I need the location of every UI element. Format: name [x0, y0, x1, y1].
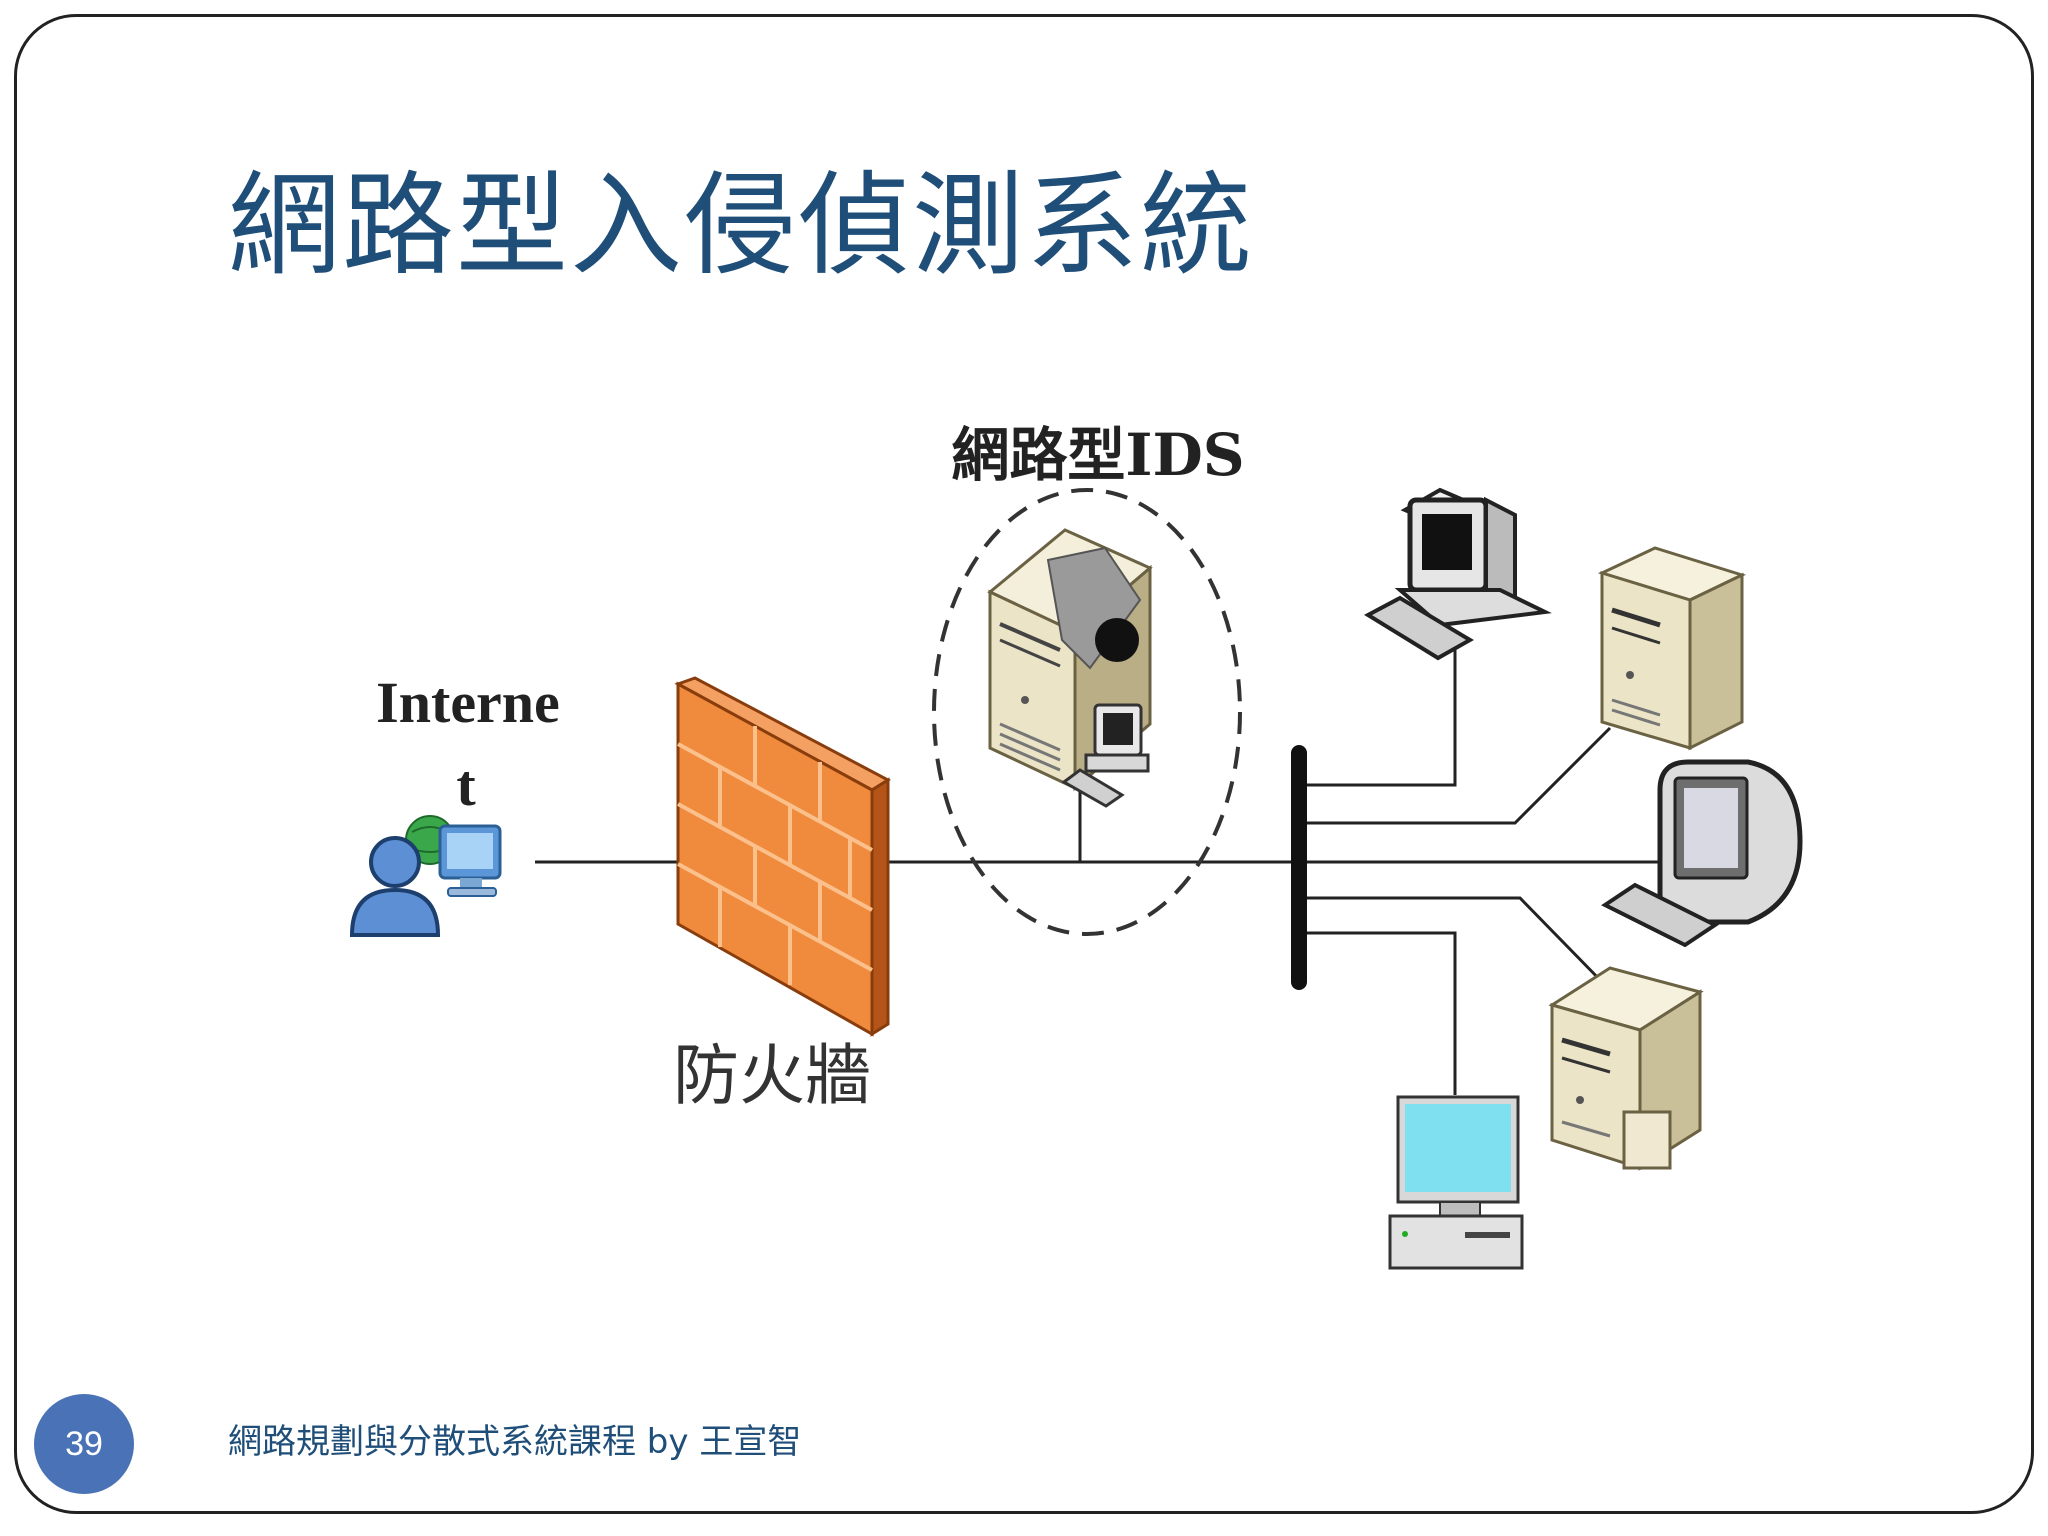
firewall-icon [674, 676, 892, 1037]
internet-label: Interne [376, 670, 560, 735]
network-links [535, 650, 1660, 1095]
slide-frame [14, 14, 2034, 1514]
ids-console-icon [1061, 703, 1150, 808]
internet-label-continued: t [456, 753, 476, 818]
server-icon [1597, 546, 1747, 751]
page-number-badge: 39 [34, 1394, 134, 1494]
footer-course-credit: 網路規劃與分散式系統課程 by 王宣智 [228, 1422, 802, 1462]
page-number: 39 [65, 1424, 103, 1463]
user-body-icon [349, 887, 441, 937]
desktop-computer-icon [1363, 487, 1552, 661]
ids-sensor-icon [1095, 618, 1139, 662]
server-icon [1548, 966, 1704, 1171]
link-server-2 [1300, 896, 1607, 987]
link-desktop-3 [1300, 931, 1457, 1095]
firewall-label: 防火牆 [673, 1037, 871, 1114]
network-ids-label: 網路型IDS [951, 421, 1244, 489]
lcd-computer-icon [1388, 1095, 1524, 1270]
link-desktop-1 [1300, 650, 1457, 787]
slide-title: 網路型入侵偵測系統 [228, 161, 1254, 291]
network-backbone [1291, 745, 1307, 990]
user-head-icon [369, 836, 421, 888]
internet-user-icon [349, 815, 502, 937]
link-server-1 [1300, 726, 1612, 825]
ids-monitoring-boundary [932, 488, 1242, 936]
crt-computer-icon [1601, 759, 1803, 948]
